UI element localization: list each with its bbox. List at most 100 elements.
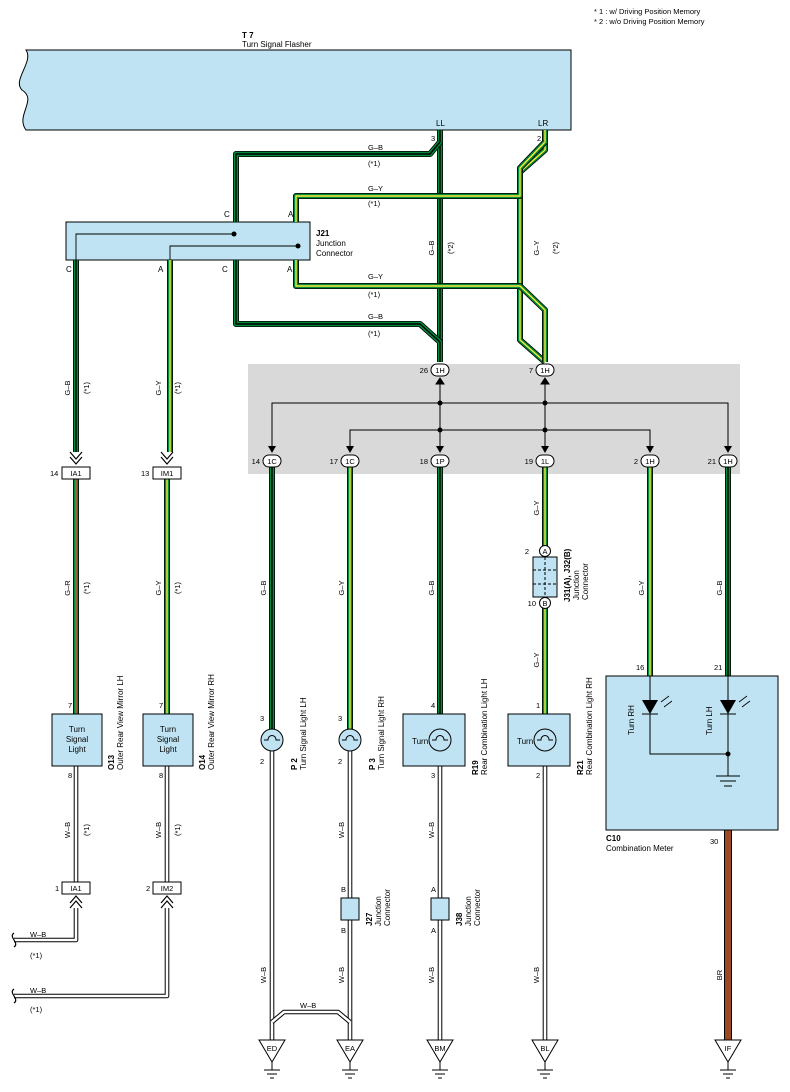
t7-pin-3: 3 (431, 134, 435, 143)
svg-text:1H: 1H (540, 366, 550, 375)
label-gb: G–B (427, 240, 436, 255)
j31-num-b: 10 (528, 599, 536, 608)
wire-wb-cross (271, 1010, 351, 1023)
ground-if-icon: IF (714, 1039, 742, 1079)
label-note: (*1) (173, 581, 182, 594)
splice-arrow-icon (541, 446, 549, 453)
wire-gy-to-j21-a (295, 141, 546, 222)
wire-break-icon (11, 932, 17, 948)
label-note: (*1) (368, 290, 381, 299)
note-2: * 2 : w/o Driving Position Memory (594, 17, 705, 26)
svg-text:26: 26 (420, 366, 428, 375)
svg-text:IM1: IM1 (161, 469, 174, 478)
svg-text:BM: BM (434, 1044, 445, 1053)
svg-text:IA1: IA1 (70, 469, 81, 478)
svg-text:1P: 1P (435, 457, 444, 466)
r21-pin-top: 1 (536, 701, 540, 710)
p3-pin-bottom: 2 (338, 757, 342, 766)
label-gb: G–B (63, 380, 72, 395)
o14-pin-bottom: 8 (159, 771, 163, 780)
wire-wb-left-2 (14, 908, 169, 998)
label-wb: W–B (259, 967, 268, 983)
label-gb: G–B (427, 580, 436, 595)
j38-pin-bottom: A (431, 926, 436, 935)
label-wb: W–B (300, 1001, 316, 1010)
o13-mirror-lh-box (51, 713, 103, 767)
svg-text:IF: IF (725, 1044, 732, 1053)
c10-code: C10 (606, 834, 621, 843)
p2-name: Turn Signal Light LH (299, 697, 308, 770)
o13-code: O13 (107, 754, 116, 770)
inline-connector-ia1-bottom: IA1 1 (55, 881, 91, 909)
svg-text:21: 21 (708, 457, 716, 466)
j31-name-2: Connector (581, 563, 590, 600)
o13-label: Signal (66, 735, 88, 744)
svg-text:14: 14 (252, 457, 260, 466)
label-gy: G–Y (637, 580, 646, 595)
wire-group (11, 130, 732, 1040)
j38-junction-box (430, 897, 450, 921)
splice-band (248, 364, 740, 474)
r19-bulb-icon (428, 728, 452, 752)
j31-pin-a: A (542, 547, 547, 556)
wire-gy-j21-a-down (293, 260, 548, 362)
svg-text:18: 18 (420, 457, 428, 466)
c10-turn-lh-label: Turn LH (705, 706, 714, 735)
label-gy: G–Y (368, 272, 383, 281)
c10-pin-16: 16 (636, 663, 644, 672)
wire-gy-j21-a-down (295, 260, 546, 362)
svg-text:EA: EA (345, 1044, 355, 1053)
ground-bl-icon: BL (531, 1039, 559, 1079)
splice-arrow-icon (724, 446, 732, 453)
j31-pin-b: B (542, 599, 547, 608)
r19-code: R19 (471, 760, 480, 775)
svg-text:ED: ED (267, 1044, 278, 1053)
label-wb: W–B (337, 967, 346, 983)
label-gr: G–R (63, 580, 72, 596)
j27-name-1: Junction (374, 896, 383, 926)
t7-name: Turn Signal Flasher (242, 40, 312, 49)
svg-text:17: 17 (330, 457, 338, 466)
label-note: (*2) (446, 241, 455, 254)
svg-text:BL: BL (540, 1044, 549, 1053)
o14-code: O14 (198, 754, 207, 770)
o14-mirror-rh-box (142, 713, 194, 767)
p2-pin-bottom: 2 (260, 757, 264, 766)
j21-code: J21 (316, 229, 330, 238)
r21-bulb-icon (533, 728, 557, 752)
label-gb: G–B (368, 312, 383, 321)
j21-pin-a-mid: A (158, 265, 164, 274)
label-wb: W–B (427, 967, 436, 983)
wire-break-icon (11, 988, 17, 1004)
ground-bm-icon: BM (426, 1039, 454, 1079)
ground-symbols: ED EA BM BL IF (258, 1039, 742, 1079)
splice-dots (437, 400, 548, 433)
label-gy: G–Y (154, 380, 163, 395)
p2-bulb-icon (260, 728, 284, 752)
j21-junction-box (65, 221, 311, 261)
svg-text:14: 14 (50, 469, 58, 478)
o13-label: Light (68, 745, 86, 754)
j21-pin-a-right: A (287, 265, 293, 274)
o13-label: Turn (69, 725, 85, 734)
j38-pin-top: A (431, 885, 436, 894)
j27-junction-box (340, 897, 360, 921)
svg-text:IA1: IA1 (70, 884, 81, 893)
p3-bulb-icon (338, 728, 362, 752)
o14-label: Signal (157, 735, 179, 744)
j21-internal-wiring (75, 233, 298, 260)
ground-ed-icon: ED (258, 1039, 286, 1079)
label-gy: G–Y (368, 184, 383, 193)
label-br: BR (715, 969, 724, 980)
p3-name: Turn Signal Light RH (377, 696, 386, 770)
svg-text:1C: 1C (267, 457, 277, 466)
j21-pin-a-top: A (288, 210, 294, 219)
r19-pin-top: 4 (431, 701, 435, 710)
splice-arrow-icon (268, 446, 276, 453)
label-gy: G–Y (532, 500, 541, 515)
p2-code: P 2 (290, 758, 299, 770)
